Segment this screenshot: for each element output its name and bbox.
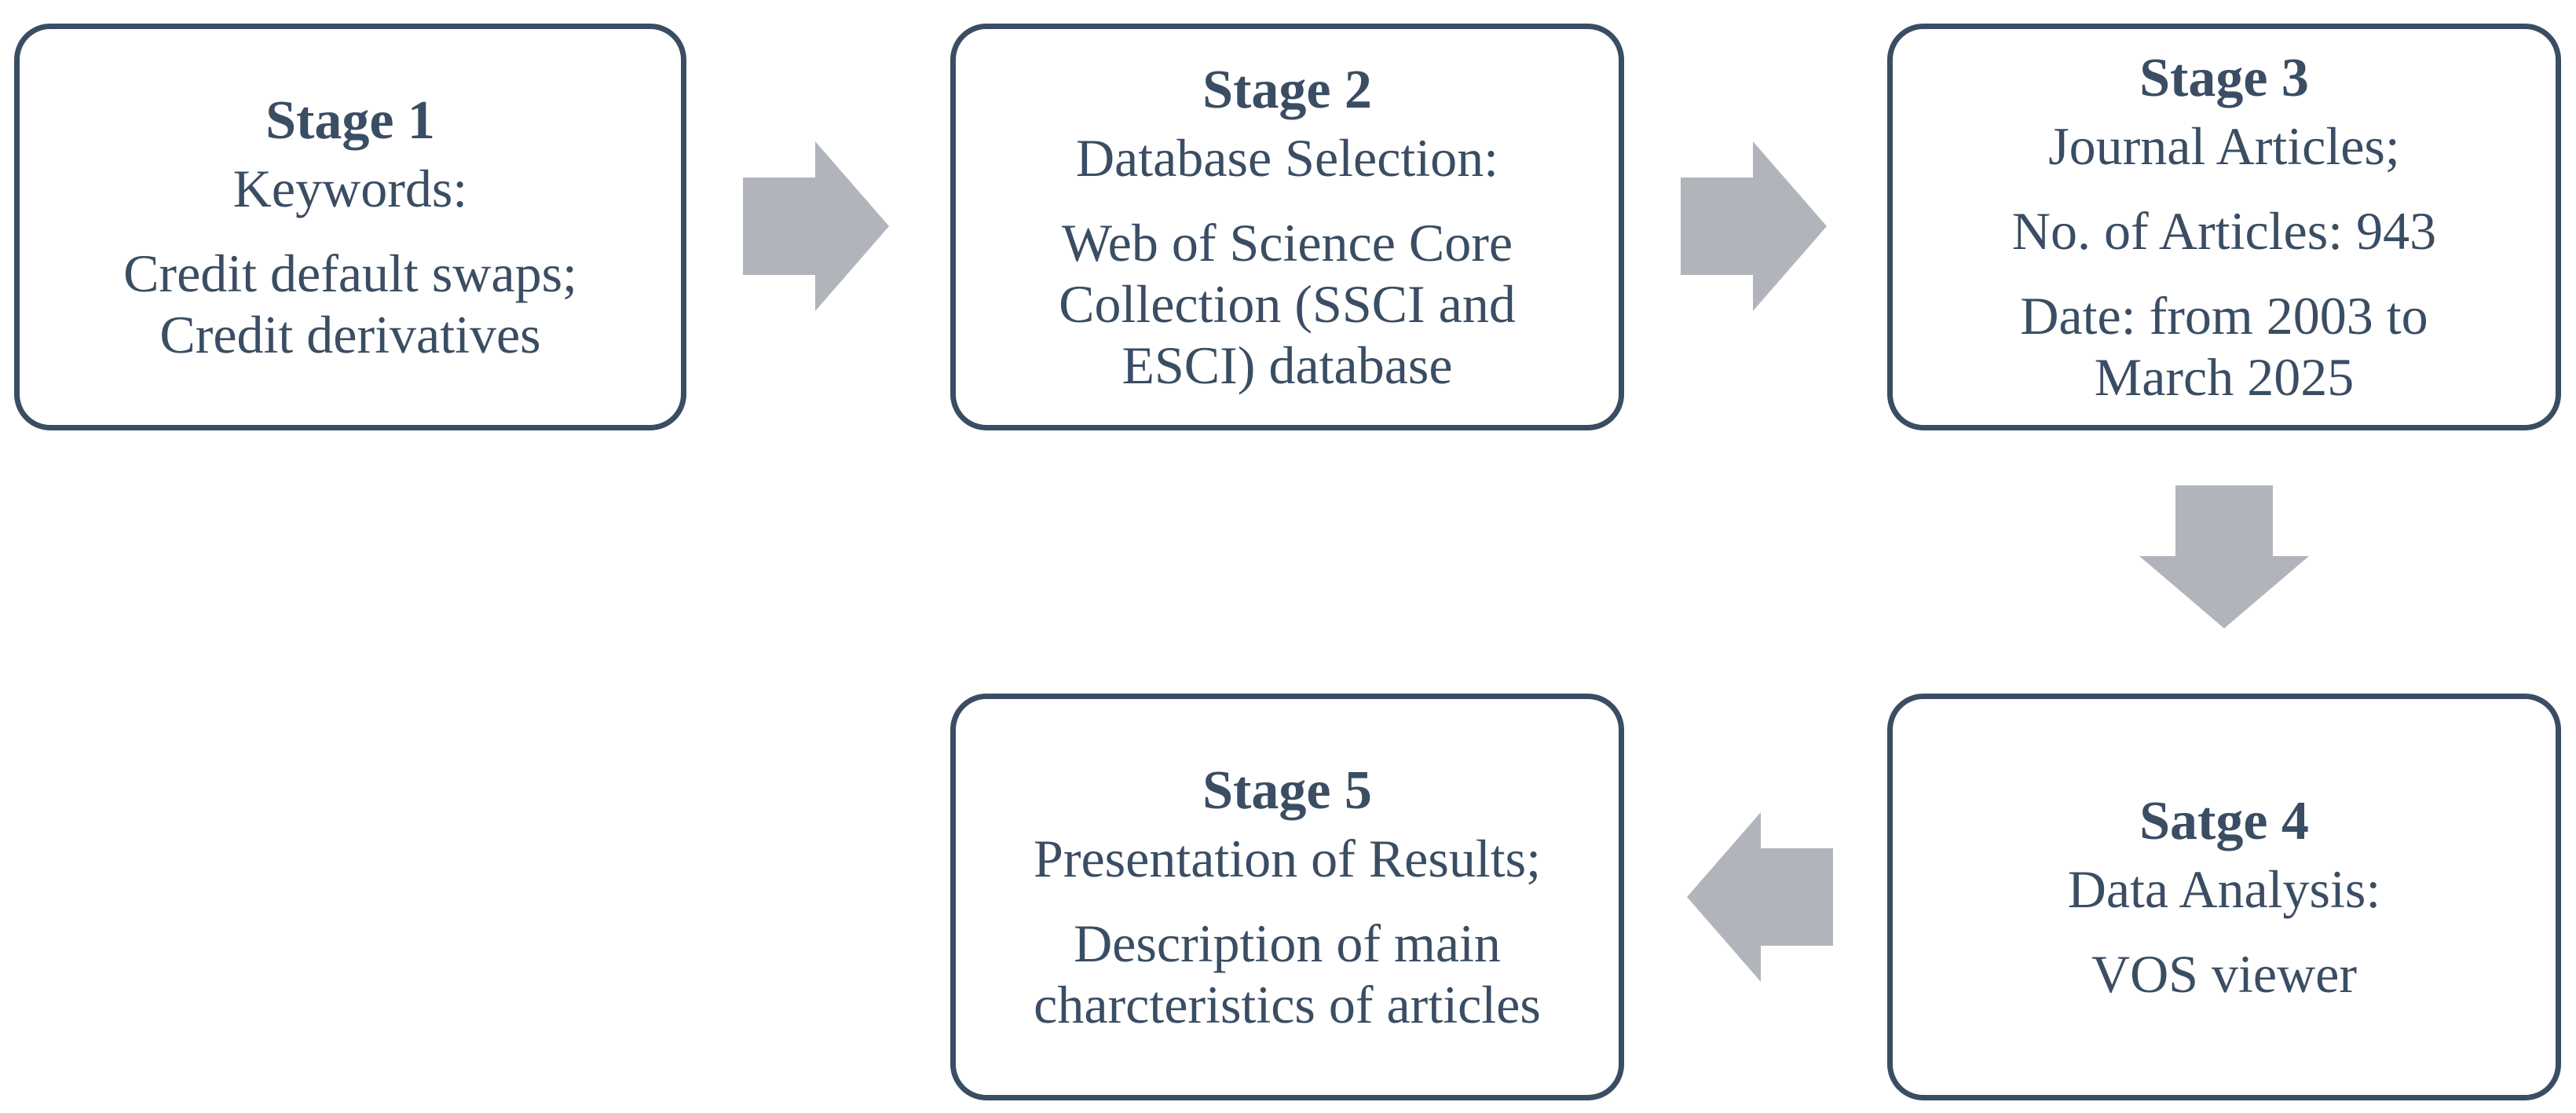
stage-5-box: Stage 5 Presentation of Results; Descrip… [950,694,1624,1100]
stage-1-line-3: Credit derivatives [159,305,541,364]
stage-3-line-2: No. of Articles: 943 [2011,201,2437,261]
stage-1-title: Stage 1 [265,90,435,151]
stage-5-title: Stage 5 [1202,760,1372,821]
stage-3-line-1: Journal Articles; [2048,116,2400,176]
stage-3-line-3: Date: from 2003 to [2020,286,2428,346]
stage-4-line-2: VOS viewer [2091,944,2358,1004]
stage-1-line-2: Credit default swaps; [123,243,577,303]
arrow-right-icon [1681,141,1827,311]
arrow-right-icon [743,141,889,311]
stage-5-line-3: charcteristics of articles [1034,975,1541,1034]
stage-5-line-1: Presentation of Results; [1034,829,1541,888]
stage-2-line-2: Web of Science Core [1061,213,1513,273]
stage-4-line-1: Data Analysis: [2067,859,2381,919]
arrow-left-icon [1687,812,1833,982]
stage-2-line-3: Collection (SSCI and [1059,274,1516,334]
arrow-down-icon [2139,485,2309,628]
stage-3-line-4: March 2025 [2094,347,2355,407]
stage-4-box: Satge 4 Data Analysis: VOS viewer [1887,694,2561,1100]
stage-1-line-1: Keywords: [232,159,468,218]
stage-3-box: Stage 3 Journal Articles; No. of Article… [1887,24,2561,430]
stage-4-title: Satge 4 [2139,791,2309,851]
stage-2-title: Stage 2 [1202,60,1372,120]
stage-2-line-1: Database Selection: [1075,128,1499,188]
stage-3-title: Stage 3 [2139,48,2309,108]
stage-2-line-4: ESCI) database [1122,335,1453,395]
stage-5-line-2: Description of main [1074,913,1501,973]
stage-2-box: Stage 2 Database Selection: Web of Scien… [950,24,1624,430]
stage-1-box: Stage 1 Keywords: Credit default swaps; … [14,24,686,430]
